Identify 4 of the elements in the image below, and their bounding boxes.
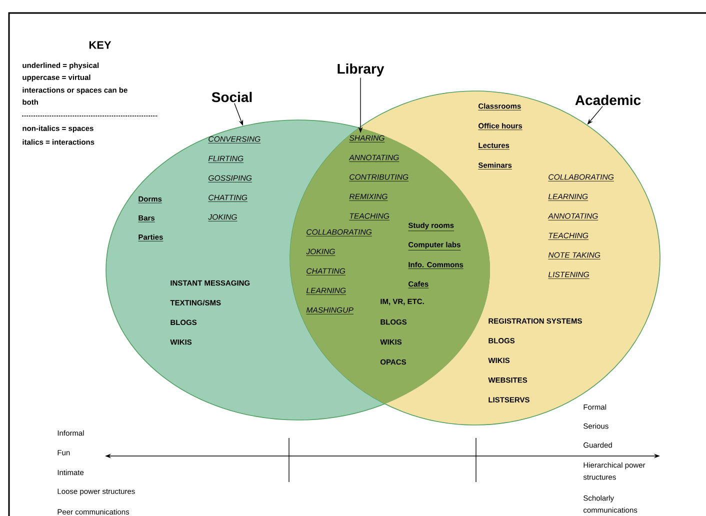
circle-title: Library [338, 63, 384, 77]
circle-title: Academic [575, 94, 641, 106]
key-heading: KEY [89, 41, 112, 49]
circle-title: Social [212, 92, 252, 102]
